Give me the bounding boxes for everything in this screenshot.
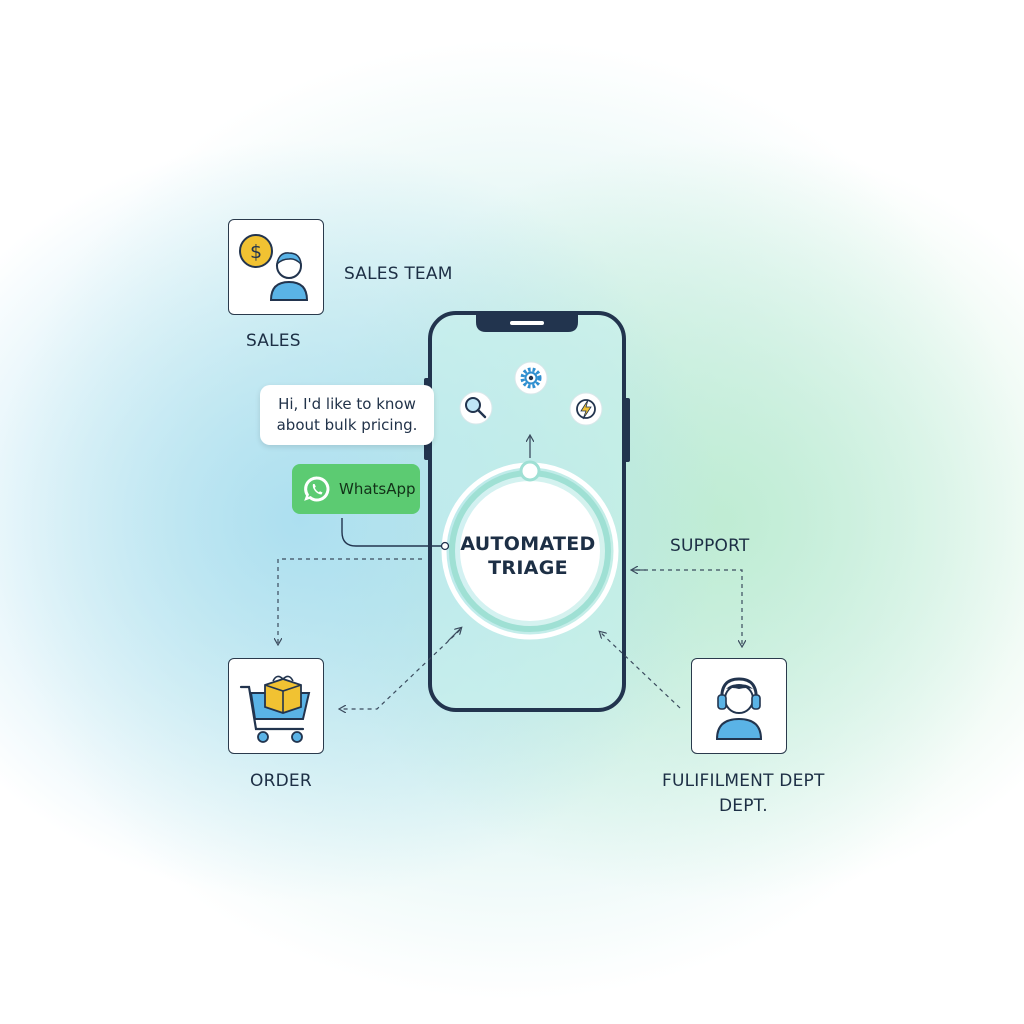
sales-node: $ — [228, 219, 324, 315]
triage-top-node — [519, 460, 541, 482]
search-icon — [459, 391, 493, 425]
fulfilment-label-line-2: DEPT. — [719, 796, 768, 816]
triage-core — [460, 481, 600, 621]
gear-icon — [514, 361, 548, 395]
whatsapp-connector — [341, 518, 442, 547]
sales-team-label: SALES TEAM — [344, 264, 453, 284]
sales-icon-group: $ — [239, 234, 309, 301]
order-node — [228, 658, 324, 754]
whatsapp-label: WhatsApp — [339, 480, 416, 498]
whatsapp-icon — [304, 476, 330, 502]
chat-line-2: about bulk pricing. — [276, 416, 418, 434]
connector-order-triage — [340, 629, 461, 709]
chat-line-1: Hi, I'd like to know — [278, 395, 416, 413]
connector-triage-order — [278, 558, 422, 644]
whatsapp-connector-node — [440, 541, 450, 551]
chat-bubble: Hi, I'd like to know about bulk pricing. — [260, 385, 434, 445]
connector-triage-support — [636, 569, 742, 646]
dollar-coin-icon: $ — [239, 234, 273, 268]
phone-speaker — [510, 321, 544, 325]
package-box-icon — [264, 675, 302, 714]
sales-label: SALES — [246, 331, 301, 351]
connector-fulfilment-triage — [600, 632, 681, 709]
headset-agent-icon — [715, 677, 763, 740]
connector-order-triage-head — [447, 628, 461, 642]
whatsapp-badge: WhatsApp — [292, 464, 420, 514]
support-label: SUPPORT — [670, 536, 750, 556]
automated-triage-label: AUTOMATED TRIAGE — [444, 532, 612, 580]
order-label: ORDER — [250, 771, 312, 791]
fulfilment-node — [691, 658, 787, 754]
fulfilment-label-line-1: FULIFILMENT DEPT — [662, 771, 825, 791]
lightning-icon — [569, 392, 603, 426]
triage-line-1: AUTOMATED — [460, 533, 596, 555]
person-icon — [269, 252, 309, 301]
shopping-cart-icon — [239, 675, 311, 743]
triage-line-2: TRIAGE — [488, 557, 568, 579]
svg-text:$: $ — [250, 241, 262, 263]
